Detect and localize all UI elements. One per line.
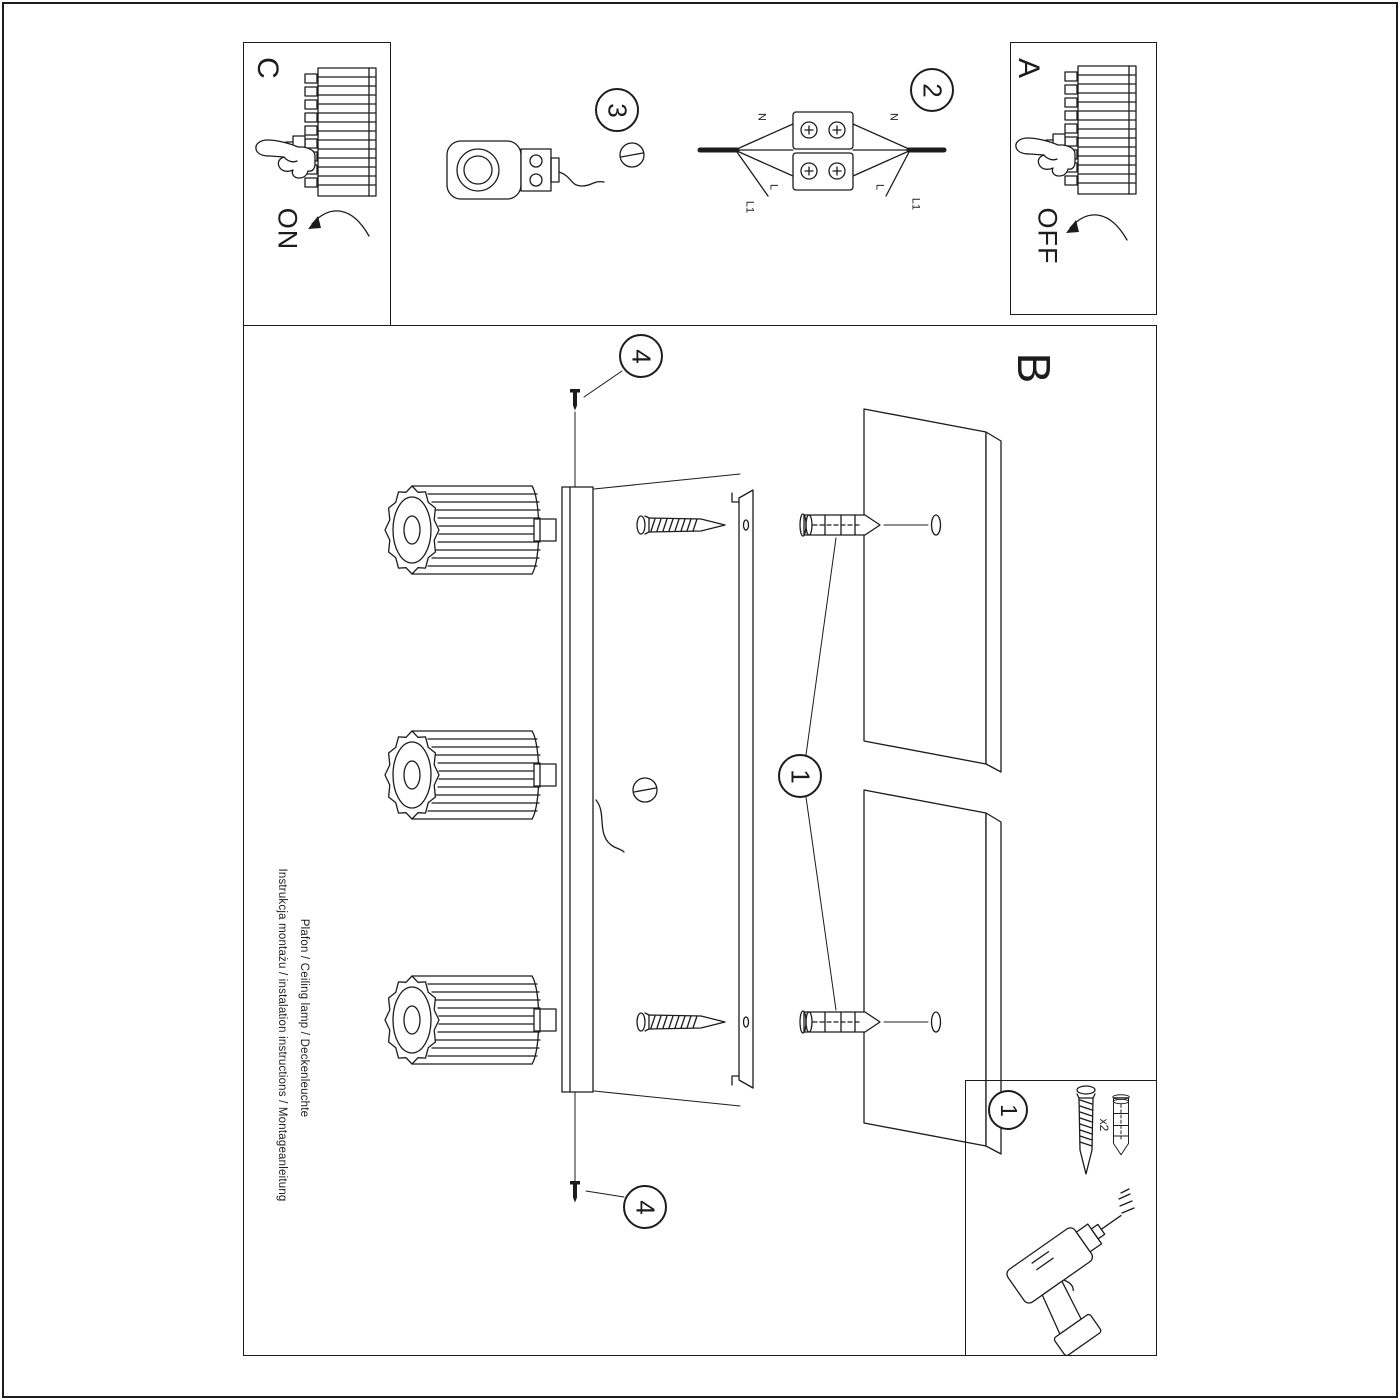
section-a-drawing (1015, 65, 1137, 241)
step3-lampholder-drawing (446, 140, 645, 200)
section-c-box (243, 42, 391, 326)
wire-label-n-right: N (887, 113, 900, 121)
section-c-drawing (255, 67, 377, 237)
screw-bit-coil (1118, 1188, 1135, 1214)
section-a-box (1010, 42, 1157, 315)
caption-product: Plafon / Ceiling lamp / Deckenleuchte (297, 918, 310, 1118)
step-1-number: 1 (995, 1103, 1022, 1117)
section-label-b: B (1008, 352, 1060, 384)
caption-instructions: Instrukcja montażu / instalation instruc… (275, 868, 288, 1202)
parts-quantity-label: x2 (1097, 1118, 1111, 1132)
step-1-badge-parts: 1 (988, 1090, 1028, 1130)
step2-wiring-drawing (697, 111, 947, 197)
step-2-badge: 2 (910, 68, 954, 112)
wire-squiggle (558, 171, 605, 187)
drill-hole-bottom (930, 1011, 942, 1033)
section-label-a: A (1012, 57, 1045, 79)
step-3-badge: 3 (595, 88, 639, 132)
parts-box (965, 1080, 1157, 1356)
step-4-badge-bottom: 4 (623, 1185, 667, 1229)
exploded-view-drawing (384, 370, 1002, 1204)
step-4-badge-top: 4 (619, 334, 663, 378)
mounting-bracket-drawing (731, 489, 754, 1089)
leader-lines (574, 370, 929, 1198)
step-4-number: 4 (626, 348, 657, 364)
step-1-number: 1 (785, 768, 816, 784)
rotate-off-arrow-icon (1066, 214, 1128, 241)
main-diagram-box (243, 325, 1157, 1356)
wire-label-l-left: L (767, 183, 780, 191)
wire-label-l1-left: L1 (743, 200, 756, 214)
wire-label-l-right: L (873, 183, 886, 191)
switch-on-label: ON (272, 207, 303, 251)
step-2-number: 2 (917, 82, 948, 98)
drill-icon (1006, 1188, 1135, 1357)
rotate-on-arrow-icon (308, 210, 370, 237)
ceiling-panel-drawing (863, 408, 1002, 1155)
parts-drawing (1006, 1085, 1135, 1357)
step-3-number: 3 (602, 102, 633, 118)
section-label-c: C (251, 57, 284, 79)
step-4-number: 4 (630, 1199, 661, 1215)
earth-wire-squiggle (595, 799, 625, 853)
switch-off-label: OFF (1032, 207, 1063, 265)
wire-label-l1-right: L1 (909, 197, 922, 211)
drill-hole-top (930, 514, 942, 536)
wire-label-n-left: N (755, 113, 768, 121)
base-plate-drawing (561, 486, 625, 1093)
step-1-badge-main: 1 (778, 754, 822, 798)
